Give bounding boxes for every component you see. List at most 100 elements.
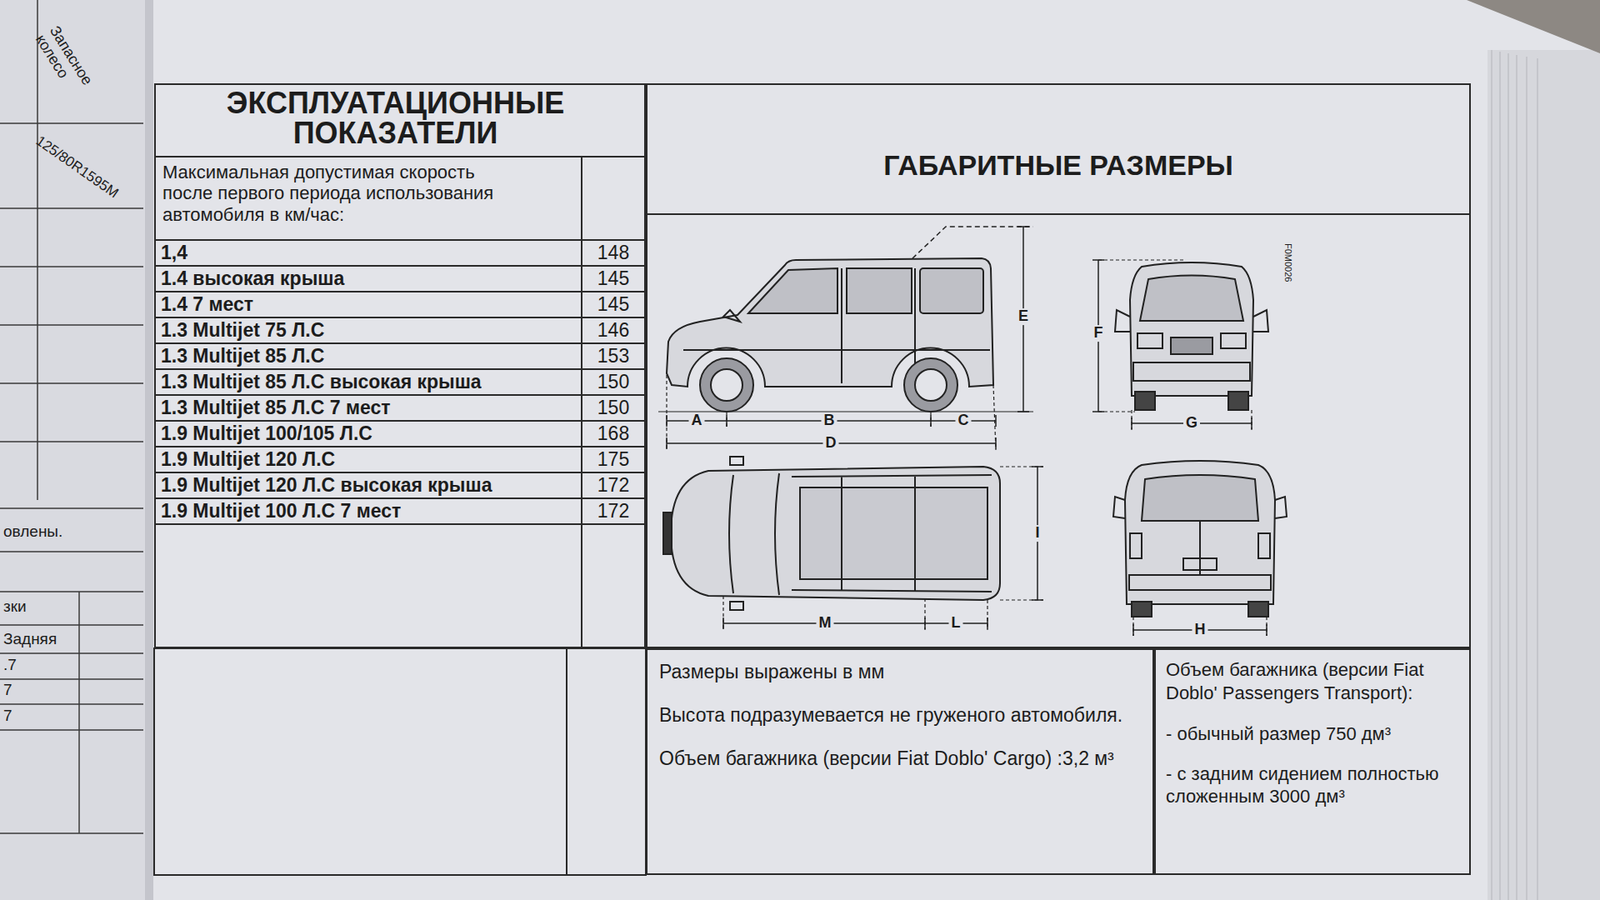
- dimension-letter: I: [1032, 525, 1042, 542]
- neighbour-page-part-part: [0, 591, 144, 834]
- dimension-letter: H: [1192, 621, 1209, 639]
- page-edges: [1466, 0, 1600, 900]
- table-cell: Задняя: [3, 630, 57, 649]
- speed-value: 172: [597, 475, 630, 496]
- table-cell: 7: [3, 707, 13, 725]
- speed-value: 145: [597, 268, 630, 290]
- page-edges-part: [1487, 50, 1600, 900]
- table-grid-part: [565, 648, 568, 875]
- van-front-view-part: [1140, 275, 1244, 322]
- table-cell: зки: [3, 598, 27, 616]
- speed-value: 150: [597, 397, 630, 419]
- van-side-view-part: [700, 358, 754, 412]
- van-side-view-part: [723, 310, 740, 322]
- engine-version: 1.3 Multijet 85 Л.С высокая крыша: [160, 371, 482, 393]
- engine-version: 1.4 высокая крыша: [160, 268, 345, 290]
- neighbour-page-part-part: [78, 591, 80, 834]
- dimension-letter: C: [955, 412, 972, 430]
- van-rear-view-part: [1131, 601, 1152, 617]
- notes-box: Размеры выражены в мм Высота подразумевае…: [645, 648, 1155, 875]
- engine-version: 1,4: [160, 242, 188, 264]
- dimension-letter: F: [1091, 325, 1106, 342]
- van-top-view-part: [729, 473, 780, 595]
- table-header: Максимальная допустимая скорость после п…: [162, 161, 513, 225]
- engine-version: 1.9 Multijet 120 Л.С высокая крыша: [160, 475, 492, 496]
- speed-value: 150: [597, 371, 630, 393]
- dimension-letter: A: [689, 412, 705, 430]
- speed-value: 145: [597, 294, 630, 315]
- table-cell: 125/80R1595M: [32, 133, 121, 202]
- speed-value: 146: [597, 320, 630, 341]
- van-top-view-part: [791, 475, 992, 592]
- van-side-view-part: [748, 268, 838, 314]
- note-text: Размеры выражены в мм: [659, 660, 1141, 685]
- column-header: Запасное колесо: [31, 23, 105, 112]
- dimension-letter: G: [1183, 415, 1200, 432]
- van-top-view-part: [723, 595, 988, 630]
- van-front-view-part: [1220, 333, 1246, 349]
- van-side-view-part: [710, 369, 743, 401]
- table-cell: 7: [3, 681, 13, 700]
- van-side-view-part: [912, 226, 1034, 259]
- van-top-view-part: [1031, 466, 1044, 600]
- van-front-view-part: [1135, 391, 1155, 410]
- note-text: Высота подразумевается не груженого авто…: [659, 703, 1141, 729]
- van-rear-view-part: [1248, 601, 1269, 617]
- section-heading: ГАБАРИТНЫЕ РАЗМЕРЫ: [647, 150, 1470, 181]
- van-rear-view-part: [1183, 558, 1217, 570]
- van-side-view-part: [915, 369, 947, 401]
- van-front-view-part: [1228, 391, 1249, 410]
- van-rear-view-part: [1199, 520, 1201, 575]
- van-front-view-part: [1115, 310, 1269, 332]
- engine-version: 1.4 7 мест: [160, 294, 254, 315]
- van-side-view: [658, 226, 1034, 450]
- van-rear-view-part: [1130, 533, 1142, 559]
- page-edges-part: [1491, 50, 1538, 900]
- van-top-view-part: [663, 512, 672, 555]
- table-grid-part: [645, 213, 1471, 215]
- van-front-view: [1092, 260, 1269, 430]
- note-text: Объем багажника (версии Fiat Doblo' Pass…: [1165, 658, 1460, 705]
- van-top-view-part: [670, 466, 1000, 600]
- engine-version: 1.3 Multijet 85 Л.С: [160, 345, 325, 367]
- van-front-view-part: [1133, 362, 1250, 381]
- neighbour-page-part-part: [36, 0, 39, 500]
- engine-version: 1.9 Multijet 100/105 Л.С: [160, 423, 373, 445]
- note-text: Объем багажника (версии Fiat Doblo' Carg…: [659, 746, 1141, 772]
- engine-version: 1.3 Multijet 85 Л.С 7 мест: [160, 397, 390, 419]
- neighbour-page: [0, 0, 154, 900]
- page-fragment: овлены.: [3, 523, 63, 541]
- table-cell: .7: [3, 656, 17, 675]
- dimension-letter: D: [823, 435, 840, 452]
- van-side-view-part: [904, 358, 958, 412]
- table-grid-part: [154, 648, 646, 875]
- van-front-view-part: [1098, 260, 1184, 412]
- figure-code: F0M0026: [1283, 243, 1294, 282]
- speed-value: 172: [597, 500, 630, 522]
- van-top-view-part: [723, 617, 988, 630]
- van-rear-view-part: [1141, 475, 1259, 521]
- van-side-view-part: [920, 268, 984, 314]
- van-top-view-part: [730, 601, 744, 610]
- section-heading: ЭКСПЛУАТАЦИОННЫЕ ПОКАЗАТЕЛИ: [201, 88, 590, 149]
- dimension-letter: E: [1015, 308, 1031, 325]
- table-grid-part: [580, 156, 583, 649]
- van-top-view-part: [800, 487, 988, 580]
- page-edges-part-part: [1491, 50, 1538, 900]
- van-front-view-part: [1130, 262, 1254, 396]
- neighbour-page-part-part: [0, 123, 144, 552]
- engine-version: 1.9 Multijet 120 Л.С: [160, 449, 335, 470]
- van-top-view-part: [1000, 466, 1044, 600]
- van-side-view-part: [846, 268, 912, 314]
- dimension-letter: M: [816, 615, 835, 632]
- page-edges-part: [1466, 0, 1600, 54]
- van-rear-view: [1113, 460, 1287, 636]
- van-rear-view-part: [1258, 533, 1270, 559]
- speed-value: 148: [597, 242, 630, 264]
- van-top-view: [663, 456, 1044, 630]
- dimension-letter: L: [949, 615, 964, 632]
- van-top-view-part: [730, 456, 744, 465]
- table-grid: [154, 156, 1471, 875]
- speed-value: 168: [597, 423, 630, 445]
